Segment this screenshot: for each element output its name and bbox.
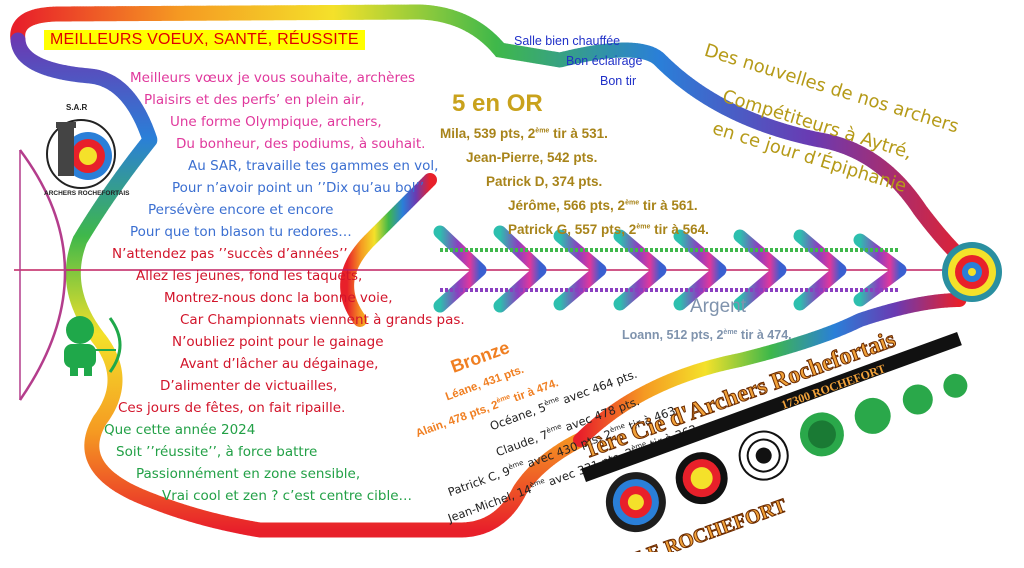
gold-result: Mila, 539 pts, 2ème tir à 531.: [440, 126, 608, 141]
poem-line: Passionnément en zone sensible,: [136, 466, 361, 482]
poem-line: Une forme Olympique, archers,: [170, 114, 382, 130]
poem-line: Plaisirs et des perfs’ en plein air,: [144, 92, 365, 108]
poem-line: Car Championnats viennent à grands pas.: [180, 312, 465, 328]
gold-result: Jérôme, 566 pts, 2ème tir à 561.: [508, 198, 698, 213]
logo-top-text: S.A.R: [66, 103, 88, 112]
gold-result: Patrick D, 374 pts.: [486, 174, 603, 189]
target-icon: [942, 242, 1002, 302]
poem-line: Ces jours de fêtes, on fait ripaille.: [118, 400, 346, 416]
club-logo: [46, 119, 116, 189]
poem-line: Persévère encore et encore: [148, 202, 334, 218]
glitter-left-loop: [10, 32, 588, 538]
poem-line: Pour que ton blason tu redores…: [130, 224, 352, 240]
glitter-frame: [10, 4, 983, 278]
poem-line: Du bonheur, des podiums, à souhait.: [176, 136, 426, 152]
note-heated-room: Salle bien chauffée: [514, 34, 621, 48]
arrow-fletching: [433, 225, 907, 313]
note-good-shooting: Bon tir: [600, 74, 637, 88]
poem-line: Que cette année 2024: [104, 422, 256, 438]
poem-line: D’alimenter de victuailles,: [160, 378, 338, 394]
silver-title: Argent: [690, 296, 746, 317]
note-lighting: Bon éclairage: [566, 54, 643, 68]
glitter-bottom-right: [573, 293, 967, 447]
poem-line: Avant d’lâcher au dégainage,: [180, 356, 379, 372]
logo-bottom-text: ARCHERS ROCHEFORTAIS: [44, 190, 130, 197]
club-stamp: 1ère Cie d'Archers Rochefortais LE ROCHE…: [581, 326, 968, 552]
bow-icon: [18, 149, 67, 401]
glitter-inner-curve: [340, 173, 437, 327]
poem-line: Pour n’avoir point un ’’Dix qu’au bol’’: [172, 180, 425, 196]
gold-result: Jean-Pierre, 542 pts.: [466, 150, 598, 165]
poem-line: Montrez-nous donc la bonne voie,: [164, 290, 393, 306]
poem-line: Vrai cool et zen ? c’est centre cible…: [162, 488, 413, 504]
greeting-banner: MEILLEURS VOEUX, SANTÉ, RÉUSSITE: [44, 30, 365, 50]
stamp-line-1: 1ère Cie d'Archers Rochefortais: [581, 327, 899, 464]
poem-line: Allez les jeunes, fond les taquets,: [136, 268, 363, 284]
silver-result: Loann, 512 pts, 2ème tir à 474.: [622, 328, 792, 342]
poem-line: Soit ’’réussite’’, à force battre: [116, 444, 318, 460]
poem-line: N’oubliez point pour le gainage: [172, 334, 384, 350]
gold-result: Patrick G, 557 pts, 2ème tir à 564.: [508, 222, 709, 237]
gold-title: 5 en OR: [452, 90, 543, 117]
stamp-targets: [605, 373, 968, 533]
poem-line: Au SAR, travaille tes gammes en vol,: [188, 158, 439, 174]
archer-icon: [64, 316, 122, 376]
poem-line: N’attendez pas ’’succès d’années’’: [112, 246, 348, 262]
poem-line: Meilleurs vœux je vous souhaite, archère…: [130, 70, 416, 86]
